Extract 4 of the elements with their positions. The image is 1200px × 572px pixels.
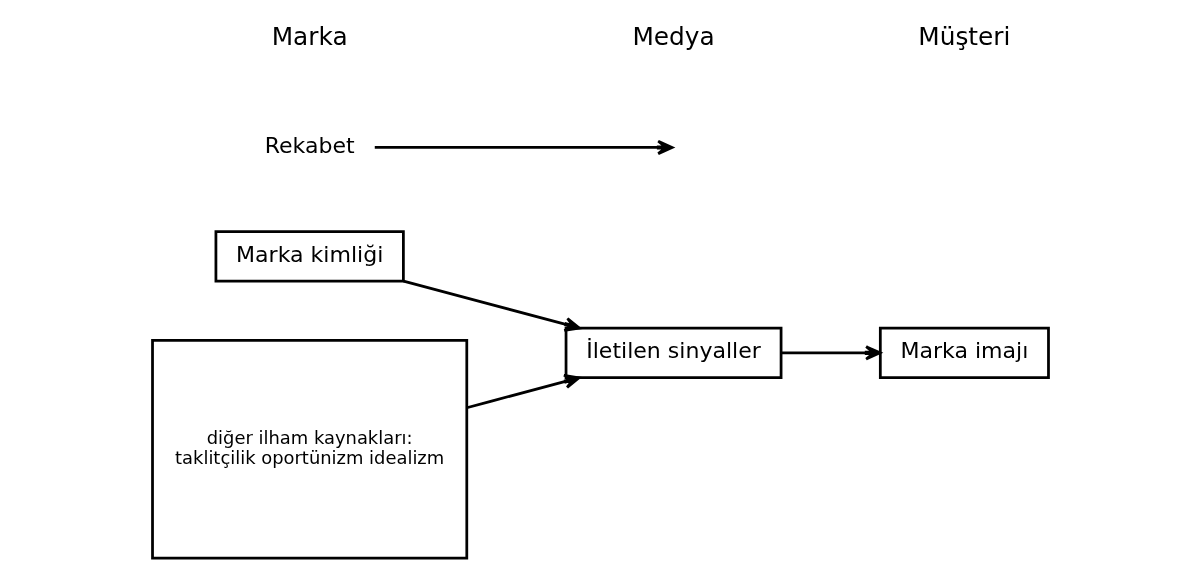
label: Marka: [271, 21, 348, 51]
node-text: Rekabet: [264, 132, 355, 158]
label: Medya: [631, 21, 715, 51]
label: Müşteri: [917, 21, 1010, 51]
